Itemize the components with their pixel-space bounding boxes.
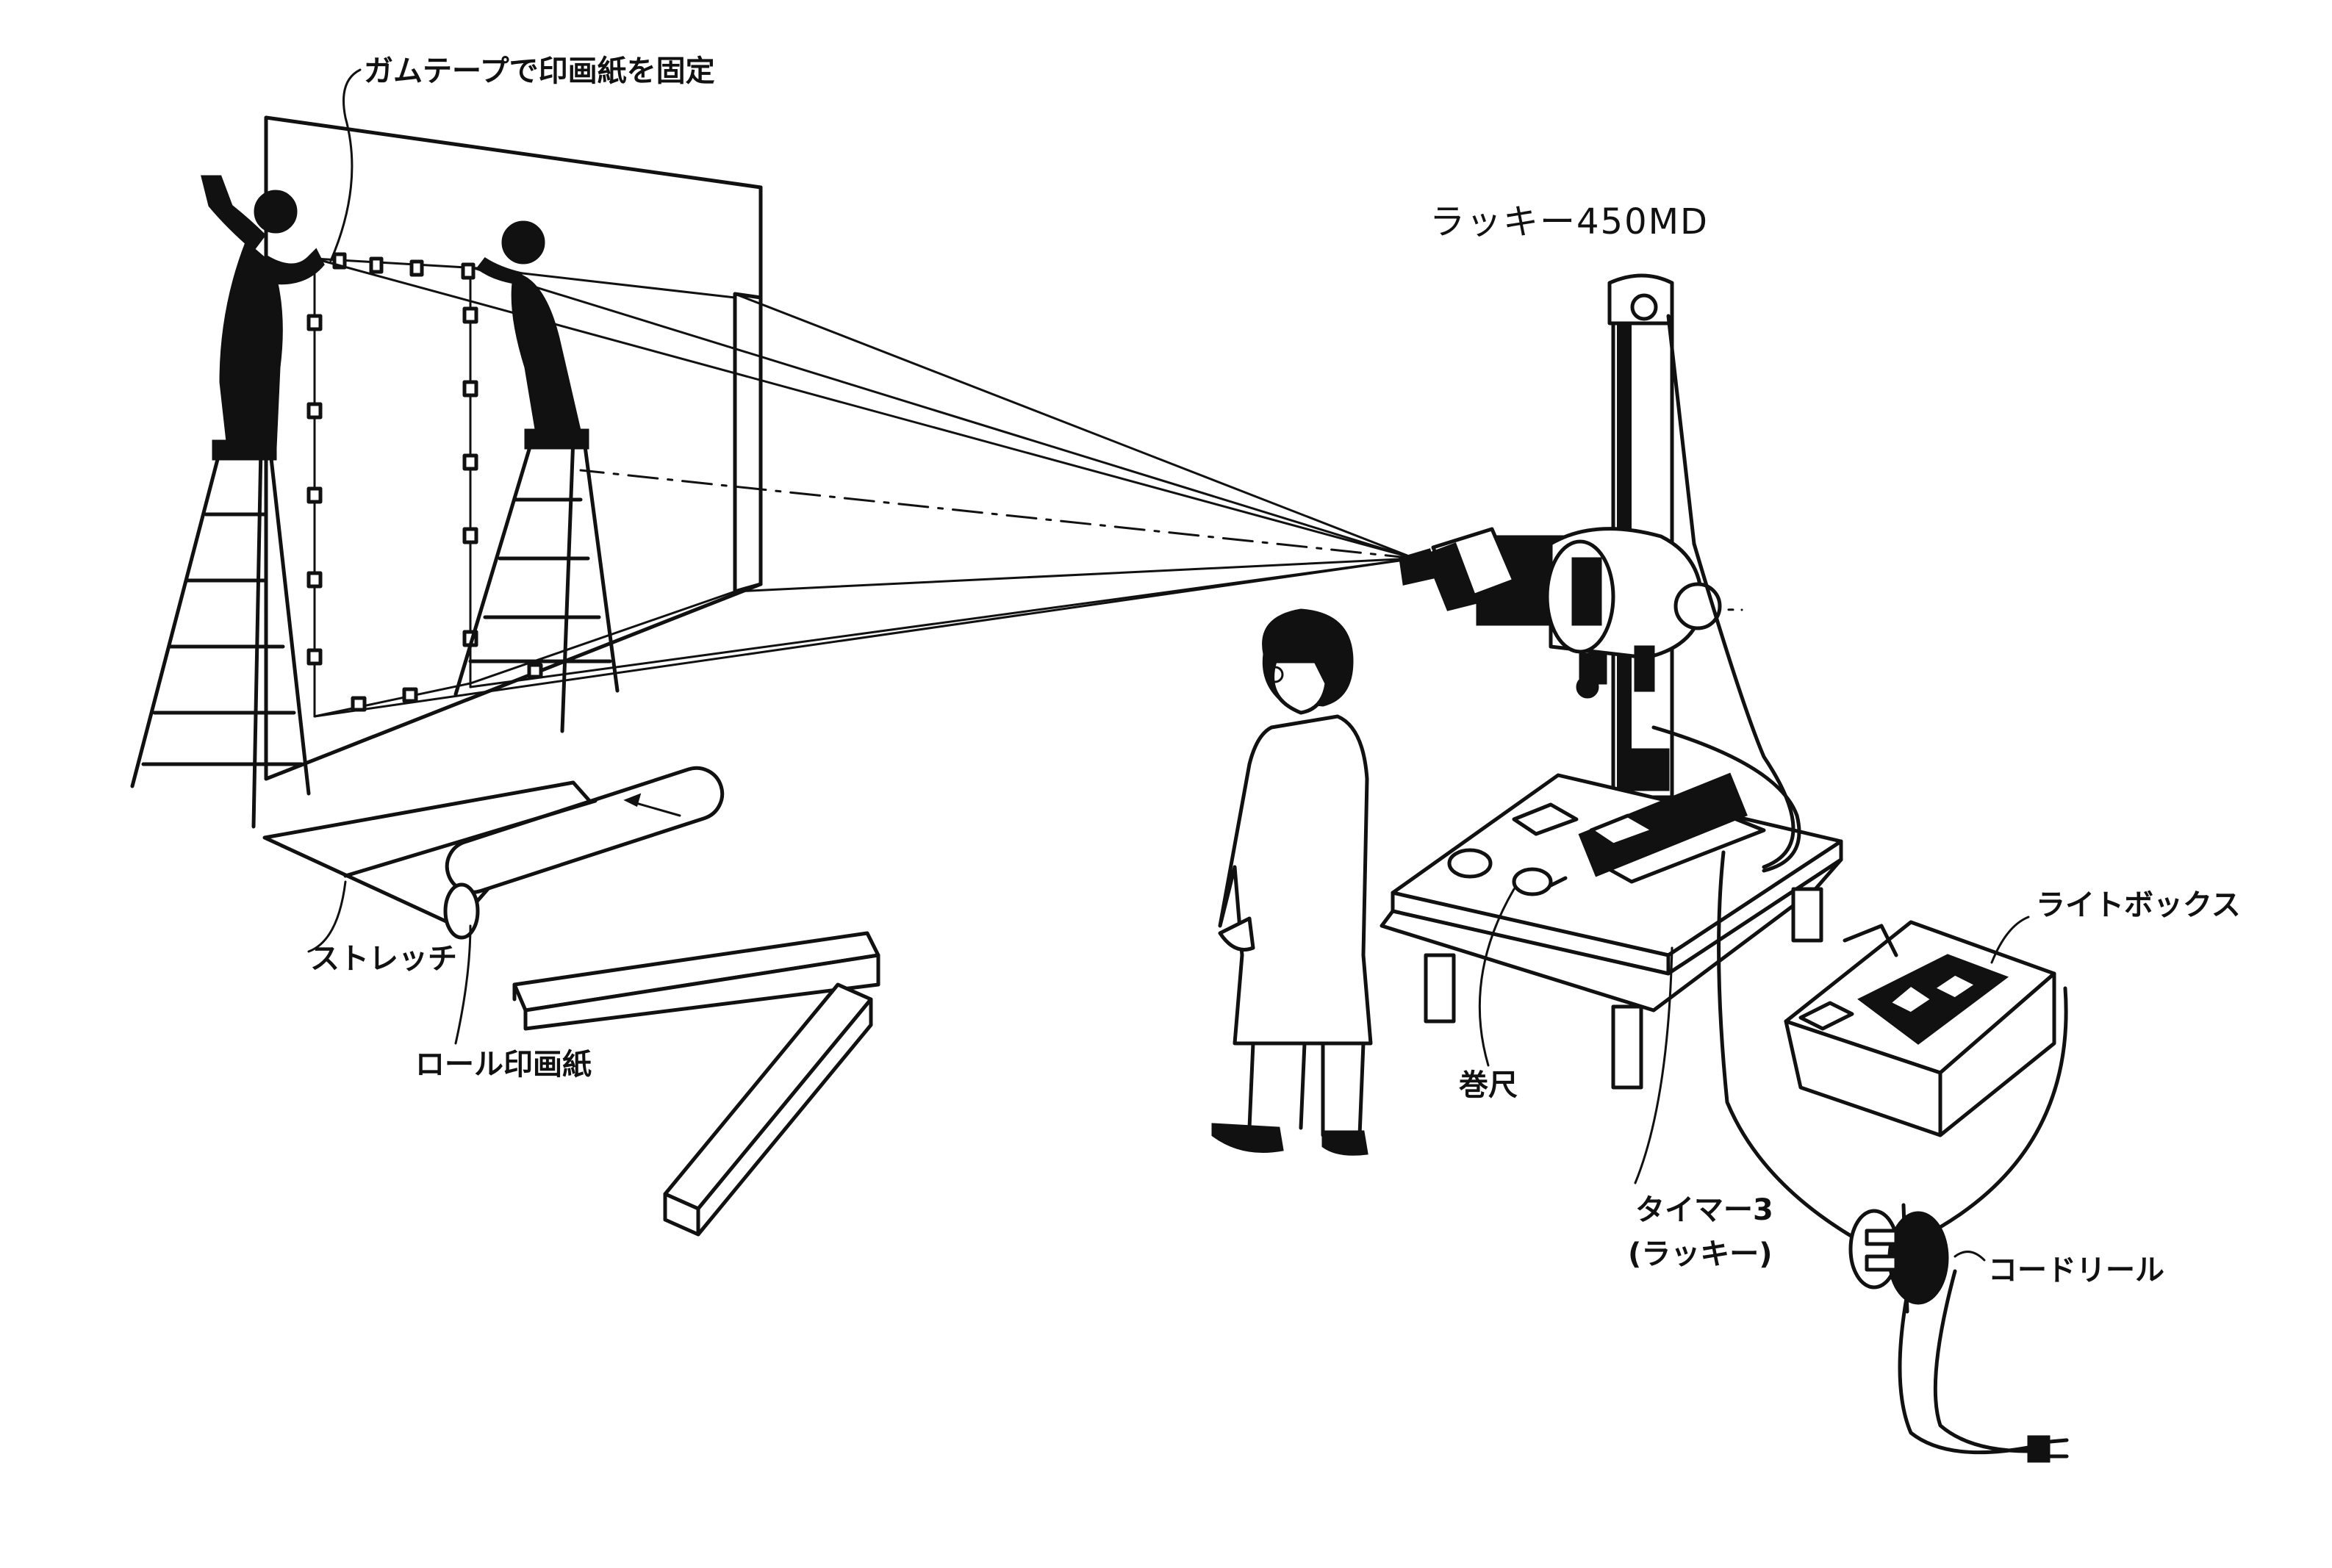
label-cord-reel: コードリール: [1988, 1254, 2164, 1287]
label-timer: タイマー3: [1635, 1193, 1773, 1227]
tape-pieces: [306, 252, 543, 712]
label-timer-maker: (ラッキー): [1628, 1237, 1773, 1271]
light-box: [1784, 920, 2056, 1137]
person-right-silhouette: [476, 220, 582, 435]
person-left-silhouette: [201, 175, 325, 450]
enlarger-lucky-450md: [1399, 273, 1722, 799]
technician-person: [1211, 608, 1373, 1156]
label-roll-paper: ロール印画紙: [415, 1048, 592, 1082]
label-tape-measure: 巻尺: [1459, 1068, 1518, 1102]
leader-lines: [307, 68, 2030, 1262]
label-lightbox: ライトボックス: [2036, 888, 2241, 922]
developing-tray-2: [663, 982, 873, 1237]
label-tape: ガムテープで印画紙を固定: [364, 54, 715, 88]
right-ladder: [453, 428, 620, 733]
cords: [1651, 542, 2069, 1463]
label-model: ラッキー450MD: [1429, 201, 1709, 242]
cord-reel: [1848, 1203, 1949, 1314]
left-ladder: [130, 439, 311, 829]
wall-screen: [264, 115, 763, 781]
label-stretch: ストレッチ: [310, 942, 457, 976]
developing-tray-1: [512, 931, 880, 1031]
enlarger-table: [1380, 772, 1843, 1090]
roll-paper: [262, 766, 725, 940]
